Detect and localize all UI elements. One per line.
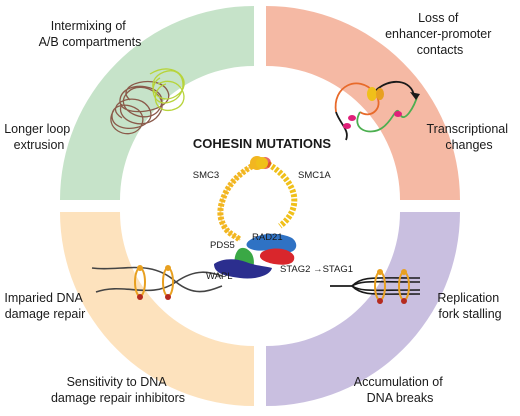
wapl-subunit [214, 259, 272, 279]
smc1a-arm [266, 161, 298, 229]
stag-subunit [259, 248, 295, 265]
label-dna-breaks: Accumulation of DNA breaks [354, 375, 446, 405]
label-sensitivity: Sensitivity to DNA damage repair inhibit… [51, 375, 185, 405]
label-intermixing: Intermixing of A/B compartments [39, 19, 142, 49]
quadrant-bottom-left [60, 212, 254, 406]
label-transcriptional-changes: Transcriptional changes [427, 122, 512, 152]
quadrant-top-left [60, 6, 254, 200]
diagram-title: COHESIN MUTATIONS [193, 136, 332, 151]
quadrant-top-right [266, 6, 460, 200]
enhancer-promoter-illustration [334, 81, 420, 141]
replication-fork-illustration [330, 269, 421, 304]
chromatin-tangle-illustration [110, 68, 185, 135]
label-impaired-repair: Imparied DNA damage repair [4, 291, 85, 321]
label-loss-of-contacts: Loss of enhancer-promoter contacts [385, 11, 495, 57]
quadrant-bottom-right [266, 212, 460, 406]
label-pds5: PDS5 [210, 240, 235, 251]
label-smc3: SMC3 [193, 170, 219, 181]
label-rad21: RAD21 [252, 232, 283, 243]
label-stag: STAG2 →STAG1 [280, 264, 353, 275]
label-longer-loop-extrusion: Longer loop extrusion [4, 122, 74, 152]
label-smc1a: SMC1A [298, 170, 331, 181]
rad21-subunit [246, 233, 297, 253]
dna-damage-illustration [91, 265, 223, 300]
label-replication-fork-stalling: Replication fork stalling [437, 291, 502, 321]
smc3-coil [219, 163, 257, 241]
cohesin-complex-illustration: SMC3 SMC1A RAD21 PDS5 STAG2 →STAG1 WAPL [193, 156, 353, 282]
label-wapl: WAPL [206, 271, 233, 282]
